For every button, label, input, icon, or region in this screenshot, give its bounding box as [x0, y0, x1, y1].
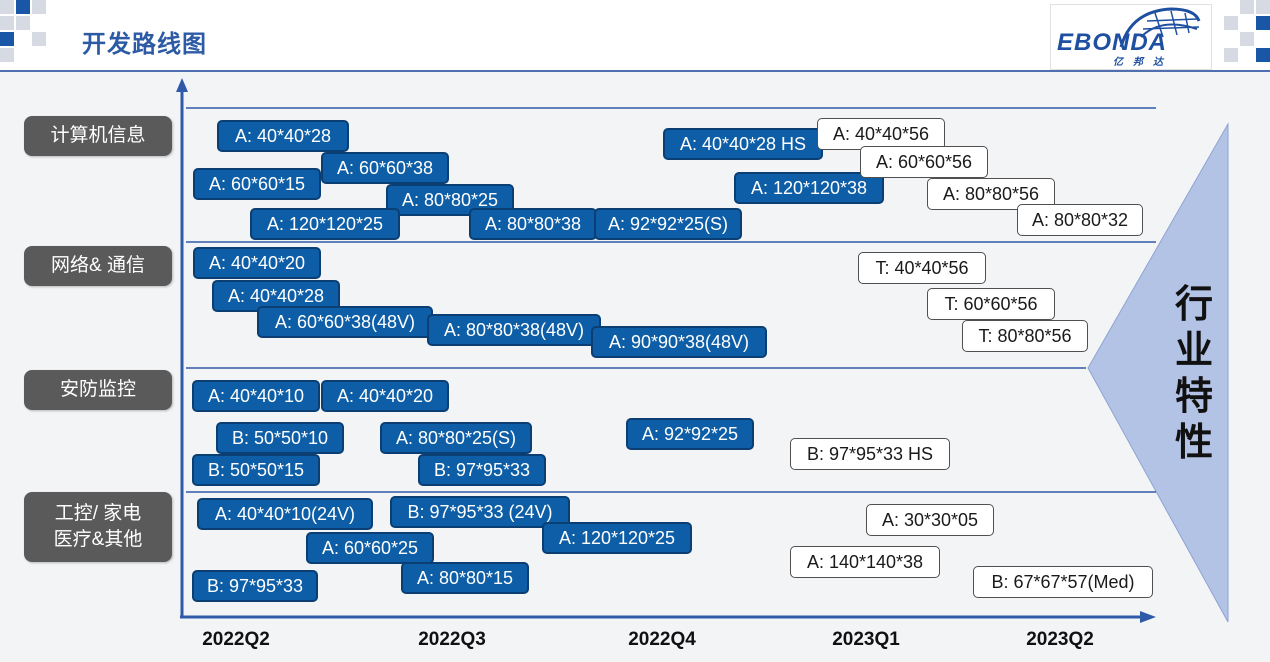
product-box-developed: B: 97*95*33 [418, 454, 546, 486]
product-box-planned: A: 60*60*56 [860, 146, 988, 178]
product-box-planned: T: 80*80*56 [962, 320, 1088, 352]
x-axis-arrowhead [1140, 611, 1156, 623]
product-box-developed: A: 80*80*25 [386, 184, 514, 216]
product-box-developed: A: 60*60*38(48V) [257, 306, 433, 338]
product-box-developed: B: 97*95*33 (24V) [390, 496, 570, 528]
product-box-developed: A: 90*90*38(48V) [591, 326, 767, 358]
quarter-label: 2023Q1 [832, 629, 900, 650]
product-box-developed: A: 60*60*15 [193, 168, 321, 200]
product-box-developed: A: 60*60*25 [306, 532, 434, 564]
product-box-planned: B: 97*95*33 HS [790, 438, 950, 470]
product-box-planned: A: 40*40*56 [817, 118, 945, 150]
industry-feature-label: 行 业 特 性 [1174, 284, 1213, 464]
corner-decoration-right [1210, 0, 1270, 66]
y-axis-arrowhead [176, 78, 188, 92]
product-box-developed: A: 60*60*38 [321, 152, 449, 184]
product-box-planned: A: 80*80*32 [1017, 204, 1143, 236]
product-box-developed: B: 50*50*15 [192, 454, 320, 486]
quarter-label: 2022Q3 [418, 629, 486, 650]
product-box-planned: B: 67*67*57(Med) [973, 566, 1153, 598]
product-box-developed: A: 80*80*25(S) [380, 422, 532, 454]
product-box-developed: A: 80*80*38(48V) [427, 314, 601, 346]
product-box-developed: B: 50*50*10 [216, 422, 344, 454]
product-box-planned: A: 80*80*56 [927, 178, 1055, 210]
quarter-label: 2022Q2 [202, 629, 270, 650]
category-computer-info: 计算机信息 [24, 116, 172, 156]
product-box-developed: A: 92*92*25(S) [594, 208, 742, 240]
product-box-developed: A: 92*92*25 [626, 418, 754, 450]
product-box-developed: A: 40*40*10(24V) [197, 498, 373, 530]
product-box-planned: A: 140*140*38 [790, 546, 940, 578]
product-box-developed: B: 97*95*33 [192, 570, 318, 602]
product-box-developed: A: 40*40*20 [193, 247, 321, 279]
product-box-planned: T: 40*40*56 [858, 252, 986, 284]
category-security-monitoring: 安防监控 [24, 370, 172, 410]
product-box-developed: A: 120*120*25 [250, 208, 400, 240]
industry-feature-triangle [1087, 122, 1229, 623]
company-logo: EBONDA 亿邦达 [1050, 4, 1212, 70]
product-box-developed: A: 80*80*15 [401, 562, 529, 594]
logo-wordmark: EBONDA [1057, 29, 1168, 56]
product-box-developed: A: 40*40*20 [321, 380, 449, 412]
quarter-label: 2023Q2 [1026, 629, 1094, 650]
logo-chinese-name: 亿邦达 [1113, 57, 1173, 68]
product-box-planned: A: 30*30*05 [866, 504, 994, 536]
header-rule [0, 70, 1270, 72]
product-box-developed: A: 40*40*28 [217, 120, 349, 152]
corner-decoration-left [0, 0, 60, 66]
quarter-label: 2022Q4 [628, 629, 696, 650]
category-network-communication: 网络& 通信 [24, 246, 172, 286]
product-box-developed: A: 40*40*28 HS [663, 128, 823, 160]
globe-icon [1119, 7, 1201, 47]
product-box-developed: A: 120*120*38 [734, 172, 884, 204]
product-box-developed: A: 40*40*10 [192, 380, 320, 412]
category-industrial-appliance-medical: 工控/ 家电 医疗&其他 [24, 492, 172, 562]
page-title: 开发路线图 [82, 31, 207, 58]
product-box-developed: A: 120*120*25 [542, 522, 692, 554]
product-box-developed: A: 80*80*38 [469, 208, 597, 240]
product-box-planned: T: 60*60*56 [927, 288, 1055, 320]
